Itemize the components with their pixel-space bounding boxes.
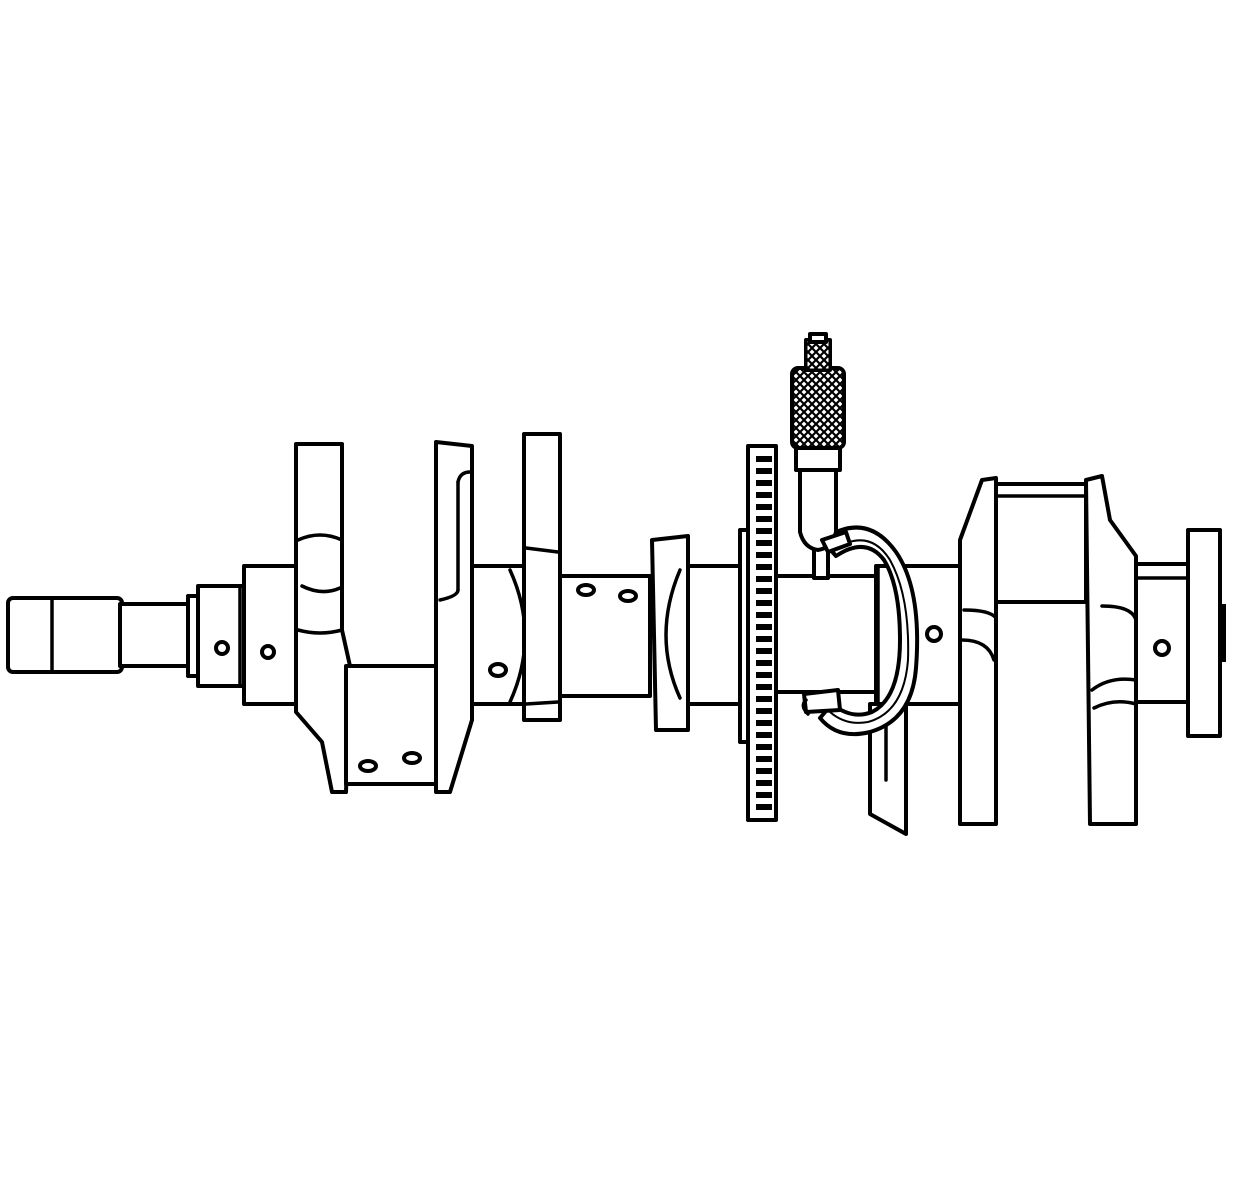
reluctor-tooth [756,552,772,558]
oil-hole [260,644,276,660]
reluctor-tooth [756,528,772,534]
main-journal-3 [686,564,742,706]
reluctor-tooth [756,576,772,582]
reluctor-tooth [756,516,772,522]
reluctor-tooth [756,648,772,654]
reluctor-tooth [756,804,772,810]
reluctor-tooth [756,612,772,618]
crank-web-3 [522,432,562,722]
reluctor-tooth [756,564,772,570]
oil-hole [214,640,230,656]
reluctor-tooth [756,756,772,762]
reluctor-tooth [756,696,772,702]
reluctor-tooth [756,660,772,666]
main-journal-1 [242,564,298,706]
rod-journal-2 [558,574,652,698]
reluctor-tooth [756,624,772,630]
reluctor-tooth [756,780,772,786]
crank-web-7 [1084,474,1138,826]
crank-web-2 [434,440,474,794]
crank-web-6 [958,476,998,826]
reluctor-tooth [756,588,772,594]
reluctor-tooth [756,636,772,642]
reluctor-tooth [756,672,772,678]
reluctor-tooth [756,600,772,606]
reluctor-tooth [756,708,772,714]
reluctor-tooth [756,684,772,690]
reluctor-tooth [756,732,772,738]
reluctor-tooth [756,792,772,798]
reluctor-tooth [756,456,772,462]
micrometer-thimble [790,366,846,450]
reluctor-tooth [756,768,772,774]
reluctor-tooth [756,468,772,474]
reluctor-tooth [756,504,772,510]
rod-journal-3 [994,482,1088,604]
crank-snout [6,584,246,688]
crank-web-4 [650,534,690,732]
reluctor-tooth [756,492,772,498]
rod-journal-1 [344,664,438,786]
reluctor-tooth [756,720,772,726]
reluctor-tooth [756,480,772,486]
main-journal-measured [774,564,962,706]
outside-micrometer [790,332,920,737]
crank-web-1 [294,442,352,794]
reluctor-ring [738,444,778,822]
main-journal-2 [470,564,528,706]
reluctor-tooth [756,744,772,750]
micrometer-ratchet [804,338,832,372]
reluctor-tooth [756,540,772,546]
rear-flange [1134,528,1226,738]
